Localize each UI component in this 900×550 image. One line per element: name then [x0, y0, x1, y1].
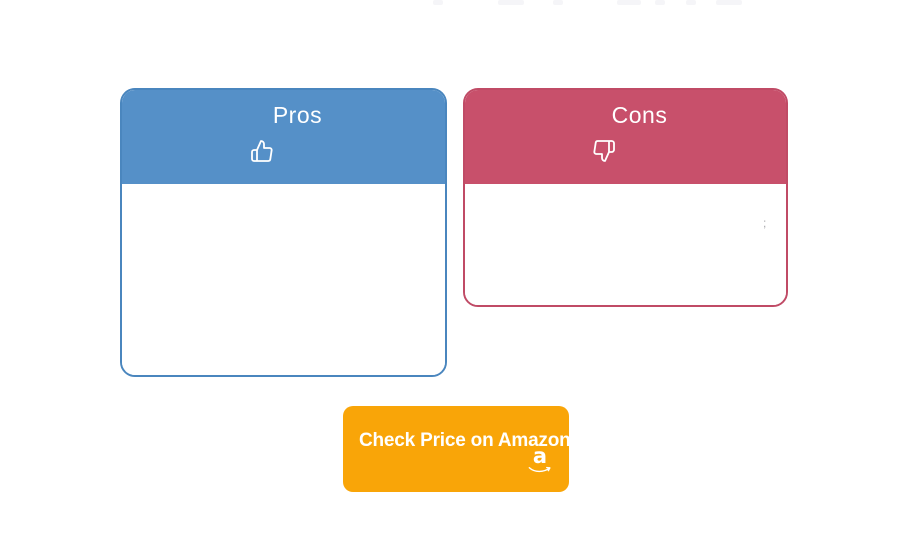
cons-card: Cons ; — [463, 88, 788, 307]
artifact-blob — [655, 0, 665, 5]
artifact-blob — [498, 0, 524, 5]
amazon-a-icon: a — [527, 446, 553, 476]
thumbs-down-icon — [592, 139, 616, 163]
artifact-blob — [686, 0, 696, 5]
cons-card-body: ; — [465, 184, 786, 305]
artifact-blob — [433, 0, 443, 5]
amazon-a-letter: a — [532, 444, 548, 468]
amazon-smile-arrow — [528, 466, 551, 473]
cropped-text-artifact — [0, 0, 900, 8]
cons-title: Cons — [611, 102, 668, 128]
artifact-blob — [553, 0, 563, 5]
pros-title: Pros — [272, 102, 323, 128]
thumbs-up-icon — [250, 139, 274, 163]
stray-character: ; — [763, 216, 767, 230]
pros-card-header: Pros — [122, 90, 445, 184]
artifact-blob — [716, 0, 742, 5]
check-price-amazon-button[interactable]: Check Price on Amazon a — [343, 406, 571, 492]
artifact-blob — [617, 0, 641, 5]
pros-card: Pros — [120, 88, 447, 377]
amazon-button-label: Check Price on Amazon — [359, 430, 571, 451]
cons-card-header: Cons — [465, 90, 786, 184]
pros-card-body — [122, 184, 445, 375]
